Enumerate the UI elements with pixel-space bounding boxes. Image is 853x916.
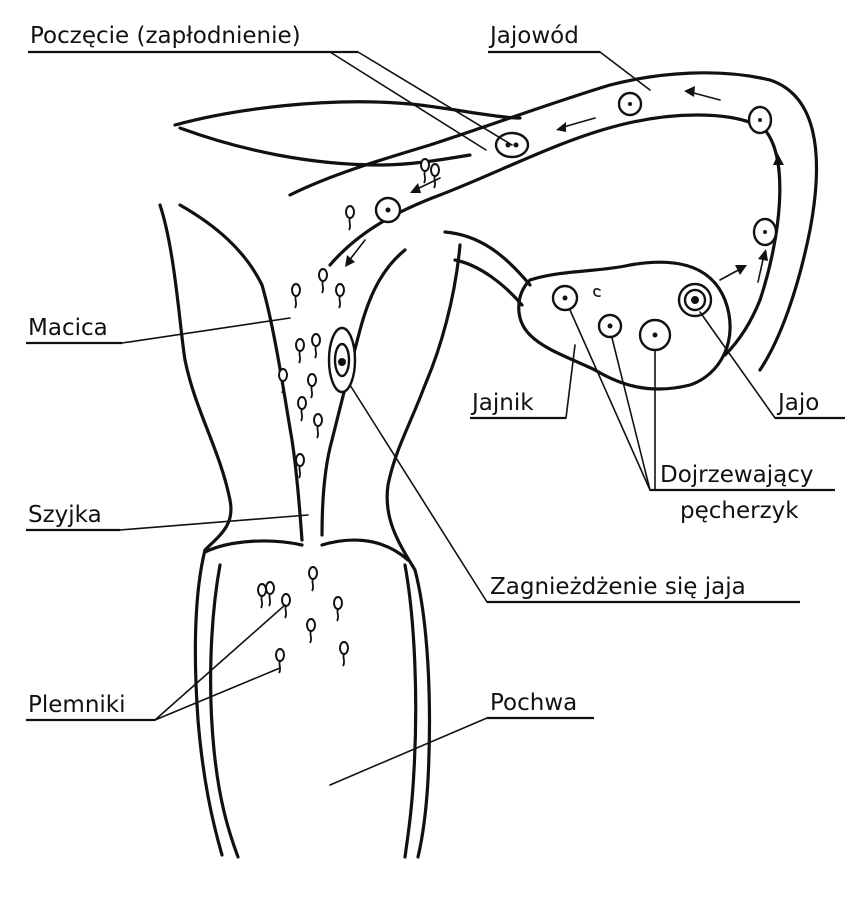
label-conception: Poczęcie (zapłodnienie) (30, 23, 301, 49)
sperm-cell (336, 284, 344, 308)
tube-cell-4 (376, 198, 400, 222)
tube-fimbria-upper (175, 102, 520, 125)
vagina-leader (330, 718, 487, 785)
vagina-right-inner-wall (405, 565, 416, 857)
corpus-luteum-mark (594, 289, 600, 296)
implanted-embryo (329, 328, 355, 392)
sperm-cell (298, 397, 306, 421)
sperm-cell (258, 584, 266, 608)
sperm-cell (266, 582, 274, 606)
follicle-3 (640, 320, 670, 350)
label-cervix: Szyjka (28, 502, 102, 528)
cervix-left-lip (205, 541, 302, 552)
vagina-left-inner-wall (211, 565, 238, 857)
tube-cell-2 (749, 107, 771, 133)
arrow-7 (345, 240, 365, 267)
label-ovary: Jajnik (470, 390, 534, 416)
arrow-2 (684, 86, 720, 100)
sperm-cell (334, 597, 342, 621)
sperm-leader-1 (155, 605, 285, 720)
follicle-leader-2 (612, 338, 650, 490)
sperm-cell (307, 619, 315, 643)
follicle-2 (599, 315, 621, 337)
label-vagina: Pochwa (490, 690, 577, 716)
conception-leader (358, 52, 512, 145)
sperm-cell (314, 414, 322, 438)
label-implantation: Zagnieżdżenie się jaja (490, 574, 746, 600)
uterus-left-wall (160, 205, 231, 855)
cervix-leader (120, 515, 308, 530)
cavity-right-wall (322, 250, 405, 535)
label-fallopian-tube: Jajowód (488, 23, 579, 49)
label-uterus: Macica (28, 315, 108, 341)
uterus-leader (122, 318, 290, 343)
mature-egg (679, 284, 711, 316)
tube-inner (330, 115, 780, 355)
sperm-cell (308, 374, 316, 398)
sperm-cell (421, 159, 429, 183)
follicle-1 (553, 286, 577, 310)
arrow-5 (720, 265, 747, 280)
sperm-cell (340, 642, 348, 666)
label-follicle-line2: pęcherzyk (680, 498, 799, 524)
sperm-cell (296, 339, 304, 363)
ovary-outline (519, 262, 730, 389)
cells (329, 93, 776, 392)
label-sperm: Plemniki (28, 692, 126, 718)
sperm-cell (309, 567, 317, 591)
implantation-leader (350, 385, 487, 602)
sperm-cell (292, 284, 300, 308)
arrow-1 (556, 118, 595, 132)
sperm-leader-2 (155, 668, 280, 720)
sperm-cell (279, 369, 287, 393)
sperm-cell (312, 334, 320, 358)
label-follicle-line1: Dojrzewający (660, 462, 814, 488)
sperm-cell (319, 269, 327, 293)
sperm-cell (346, 206, 354, 230)
label-egg: Jajo (776, 390, 819, 416)
tube-cell-1 (619, 93, 641, 115)
cervix-right-lip (322, 540, 408, 560)
tube-cell-3 (754, 219, 776, 245)
sperm-cell (431, 164, 439, 188)
